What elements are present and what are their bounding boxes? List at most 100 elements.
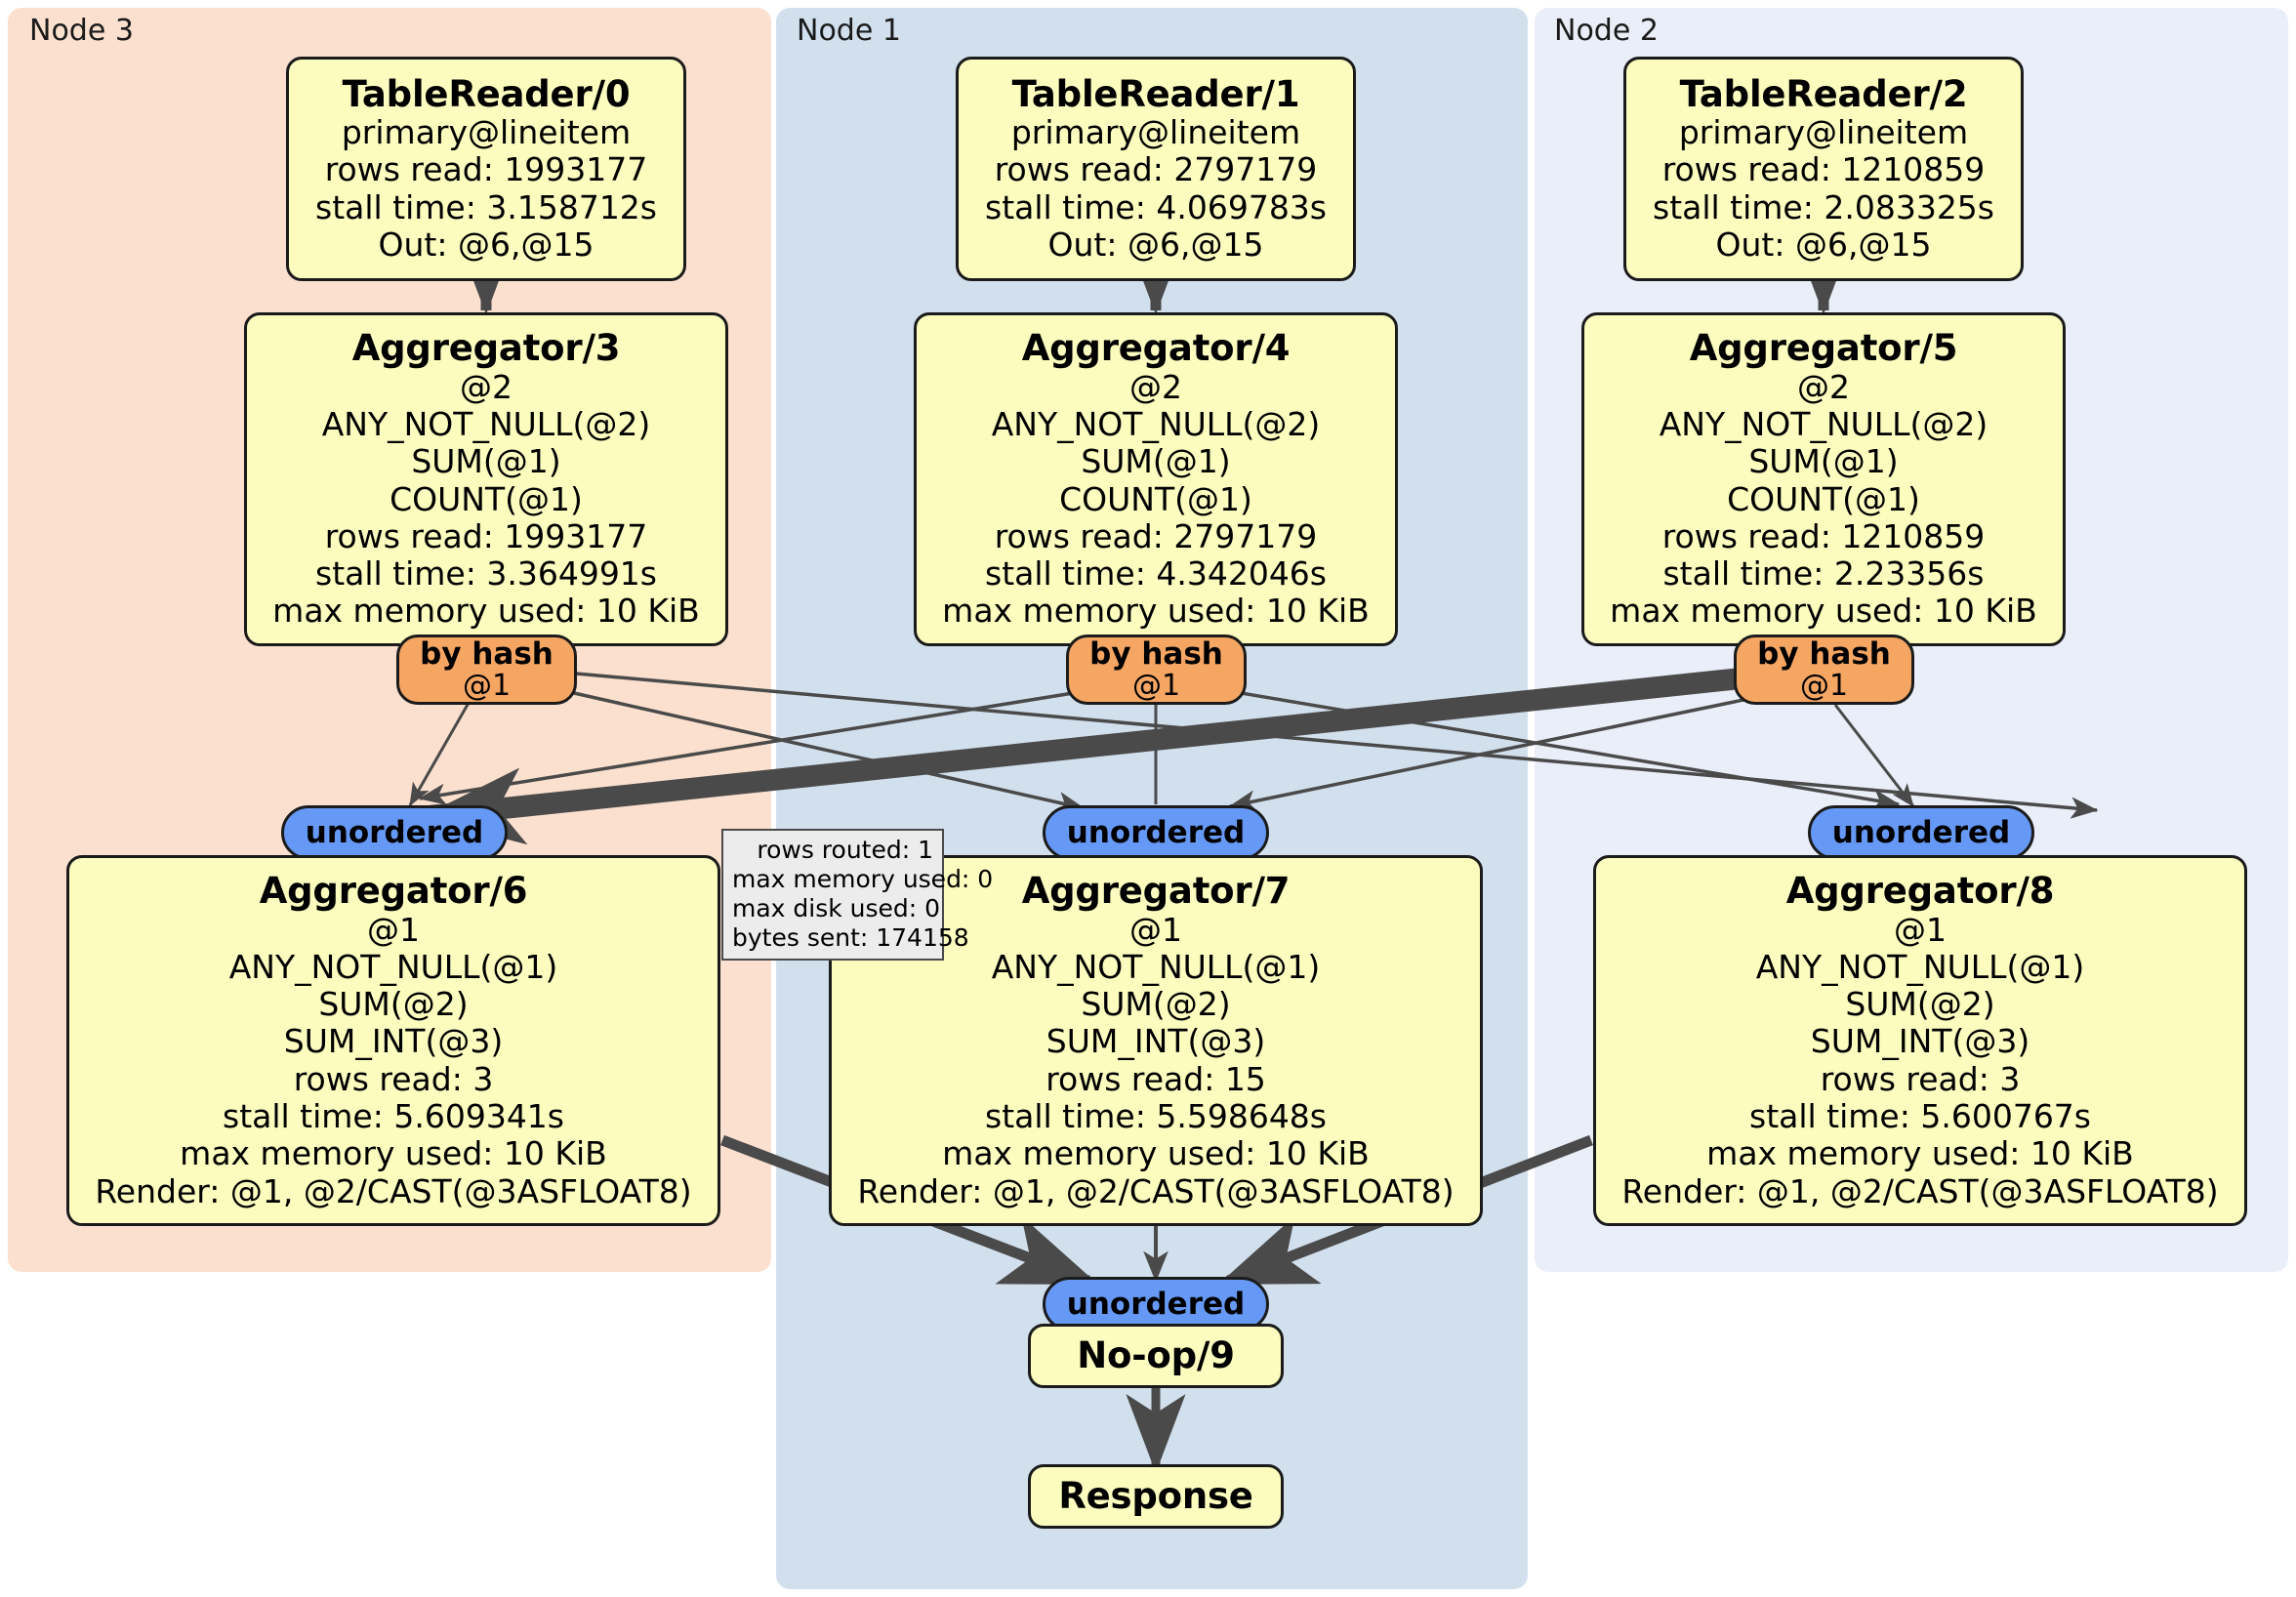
receiver-unordered-right[interactable]: unordered: [1808, 805, 2034, 860]
node-line: SUM(@2): [318, 985, 469, 1024]
node-line: rows read: 2797179: [994, 516, 1318, 555]
node-line: rows read: 1993177: [324, 516, 648, 555]
node-line: ANY_NOT_NULL(@1): [1755, 947, 2085, 986]
node-line: @1: [1129, 910, 1182, 949]
node-tablereader-0[interactable]: TableReader/0 primary@lineitem rows read…: [286, 57, 686, 281]
receiver-unordered-mid[interactable]: unordered: [1043, 805, 1269, 860]
router-stats-tooltip: rows routed: 1 max memory used: 0 max di…: [721, 829, 994, 961]
node-title: Aggregator/5: [1689, 327, 1958, 370]
node-title: TableReader/0: [342, 72, 631, 115]
node-line: stall time: 4.069783s: [985, 187, 1327, 226]
router-label: by hash: [420, 635, 554, 672]
node-line: stall time: 5.598648s: [985, 1096, 1327, 1135]
node-line: SUM(@1): [1748, 442, 1899, 481]
node-line: rows read: 2797179: [994, 150, 1318, 189]
router-label: by hash: [1757, 635, 1891, 672]
node-line: SUM(@1): [411, 442, 561, 481]
node-aggregator-3[interactable]: Aggregator/3 @2 ANY_NOT_NULL(@2) SUM(@1)…: [244, 312, 728, 646]
node-title: TableReader/2: [1679, 72, 1968, 115]
node-line: primary@lineitem: [1678, 113, 1969, 152]
panel-label-node1: Node 1: [797, 14, 901, 48]
router-column: @1: [462, 668, 512, 703]
tooltip-line: max memory used: 0: [732, 865, 994, 893]
node-line: SUM_INT(@3): [1046, 1022, 1266, 1061]
node-line: Render: @1, @2/CAST(@3ASFLOAT8): [95, 1171, 692, 1210]
receiver-unordered-left[interactable]: unordered: [281, 805, 508, 860]
receiver-label: unordered: [1831, 815, 2011, 850]
node-line: Out: @6,@15: [1715, 225, 1932, 264]
node-line: SUM(@2): [1845, 985, 1995, 1024]
router-column: @1: [1799, 668, 1849, 703]
node-line: Render: @1, @2/CAST(@3ASFLOAT8): [1621, 1171, 2219, 1210]
node-line: @2: [460, 367, 512, 406]
node-line: COUNT(@1): [390, 479, 583, 518]
node-tablereader-2[interactable]: TableReader/2 primary@lineitem rows read…: [1623, 57, 2024, 281]
node-line: ANY_NOT_NULL(@2): [321, 405, 651, 444]
node-line: stall time: 3.364991s: [315, 554, 657, 594]
node-line: max memory used: 10 KiB: [942, 1134, 1370, 1173]
tooltip-line: max disk used: 0: [732, 894, 941, 922]
node-line: stall time: 2.23356s: [1662, 554, 1985, 594]
router-column: @1: [1131, 668, 1181, 703]
node-response[interactable]: Response: [1028, 1464, 1284, 1529]
receiver-label: unordered: [1066, 815, 1246, 850]
node-title: Aggregator/4: [1021, 327, 1291, 370]
node-title: Aggregator/8: [1785, 870, 2055, 913]
node-line: SUM(@1): [1081, 442, 1231, 481]
receiver-label: unordered: [305, 815, 484, 850]
node-line: ANY_NOT_NULL(@2): [1659, 405, 1988, 444]
router-label: by hash: [1089, 635, 1223, 672]
node-tablereader-1[interactable]: TableReader/1 primary@lineitem rows read…: [956, 57, 1356, 281]
node-line: Render: @1, @2/CAST(@3ASFLOAT8): [857, 1171, 1455, 1210]
node-line: rows read: 1210859: [1661, 516, 1986, 555]
node-line: stall time: 5.609341s: [223, 1096, 564, 1135]
node-aggregator-8[interactable]: Aggregator/8 @1 ANY_NOT_NULL(@1) SUM(@2)…: [1593, 855, 2247, 1226]
node-title: No-op/9: [1077, 1334, 1235, 1377]
node-line: @2: [1797, 367, 1850, 406]
node-title: Aggregator/3: [351, 327, 621, 370]
node-line: max memory used: 10 KiB: [1706, 1134, 2134, 1173]
node-line: rows read: 3: [293, 1059, 494, 1098]
node-title: Aggregator/6: [259, 870, 528, 913]
router-by-hash-3[interactable]: by hash @1: [396, 635, 577, 705]
node-line: max memory used: 10 KiB: [180, 1134, 607, 1173]
node-line: COUNT(@1): [1059, 479, 1252, 518]
node-line: COUNT(@1): [1727, 479, 1920, 518]
node-title: TableReader/1: [1011, 72, 1300, 115]
receiver-label: unordered: [1066, 1287, 1246, 1322]
node-line: Out: @6,@15: [378, 225, 594, 264]
node-line: ANY_NOT_NULL(@2): [991, 405, 1321, 444]
panel-label-node3: Node 3: [29, 14, 134, 48]
node-aggregator-4[interactable]: Aggregator/4 @2 ANY_NOT_NULL(@2) SUM(@1)…: [914, 312, 1398, 646]
node-line: rows read: 3: [1820, 1059, 2021, 1098]
tooltip-line: bytes sent: 174158: [732, 923, 969, 952]
node-aggregator-6[interactable]: Aggregator/6 @1 ANY_NOT_NULL(@1) SUM(@2)…: [66, 855, 720, 1226]
node-line: @2: [1129, 367, 1182, 406]
tooltip-line: rows routed: 1: [757, 836, 933, 864]
node-line: SUM_INT(@3): [1810, 1022, 2030, 1061]
node-line: stall time: 3.158712s: [315, 187, 657, 226]
node-aggregator-5[interactable]: Aggregator/5 @2 ANY_NOT_NULL(@2) SUM(@1)…: [1581, 312, 2066, 646]
node-line: Out: @6,@15: [1047, 225, 1264, 264]
node-line: primary@lineitem: [1010, 113, 1301, 152]
node-line: @1: [1894, 910, 1947, 949]
node-line: max memory used: 10 KiB: [272, 592, 700, 631]
router-by-hash-5[interactable]: by hash @1: [1734, 635, 1914, 705]
node-line: @1: [367, 910, 420, 949]
node-line: max memory used: 10 KiB: [942, 592, 1370, 631]
node-line: rows read: 1210859: [1661, 150, 1986, 189]
node-line: SUM(@2): [1081, 985, 1231, 1024]
node-line: primary@lineitem: [341, 113, 632, 152]
node-noop-9[interactable]: No-op/9: [1028, 1324, 1284, 1388]
node-title: Aggregator/7: [1021, 870, 1291, 913]
router-by-hash-4[interactable]: by hash @1: [1066, 635, 1247, 705]
node-line: rows read: 15: [1046, 1059, 1266, 1098]
node-line: stall time: 5.600767s: [1749, 1096, 2091, 1135]
node-line: stall time: 4.342046s: [985, 554, 1327, 594]
node-title: Response: [1058, 1475, 1253, 1518]
node-line: SUM_INT(@3): [283, 1022, 504, 1061]
node-line: ANY_NOT_NULL(@1): [228, 947, 558, 986]
node-line: max memory used: 10 KiB: [1610, 592, 2037, 631]
node-line: rows read: 1993177: [324, 150, 648, 189]
